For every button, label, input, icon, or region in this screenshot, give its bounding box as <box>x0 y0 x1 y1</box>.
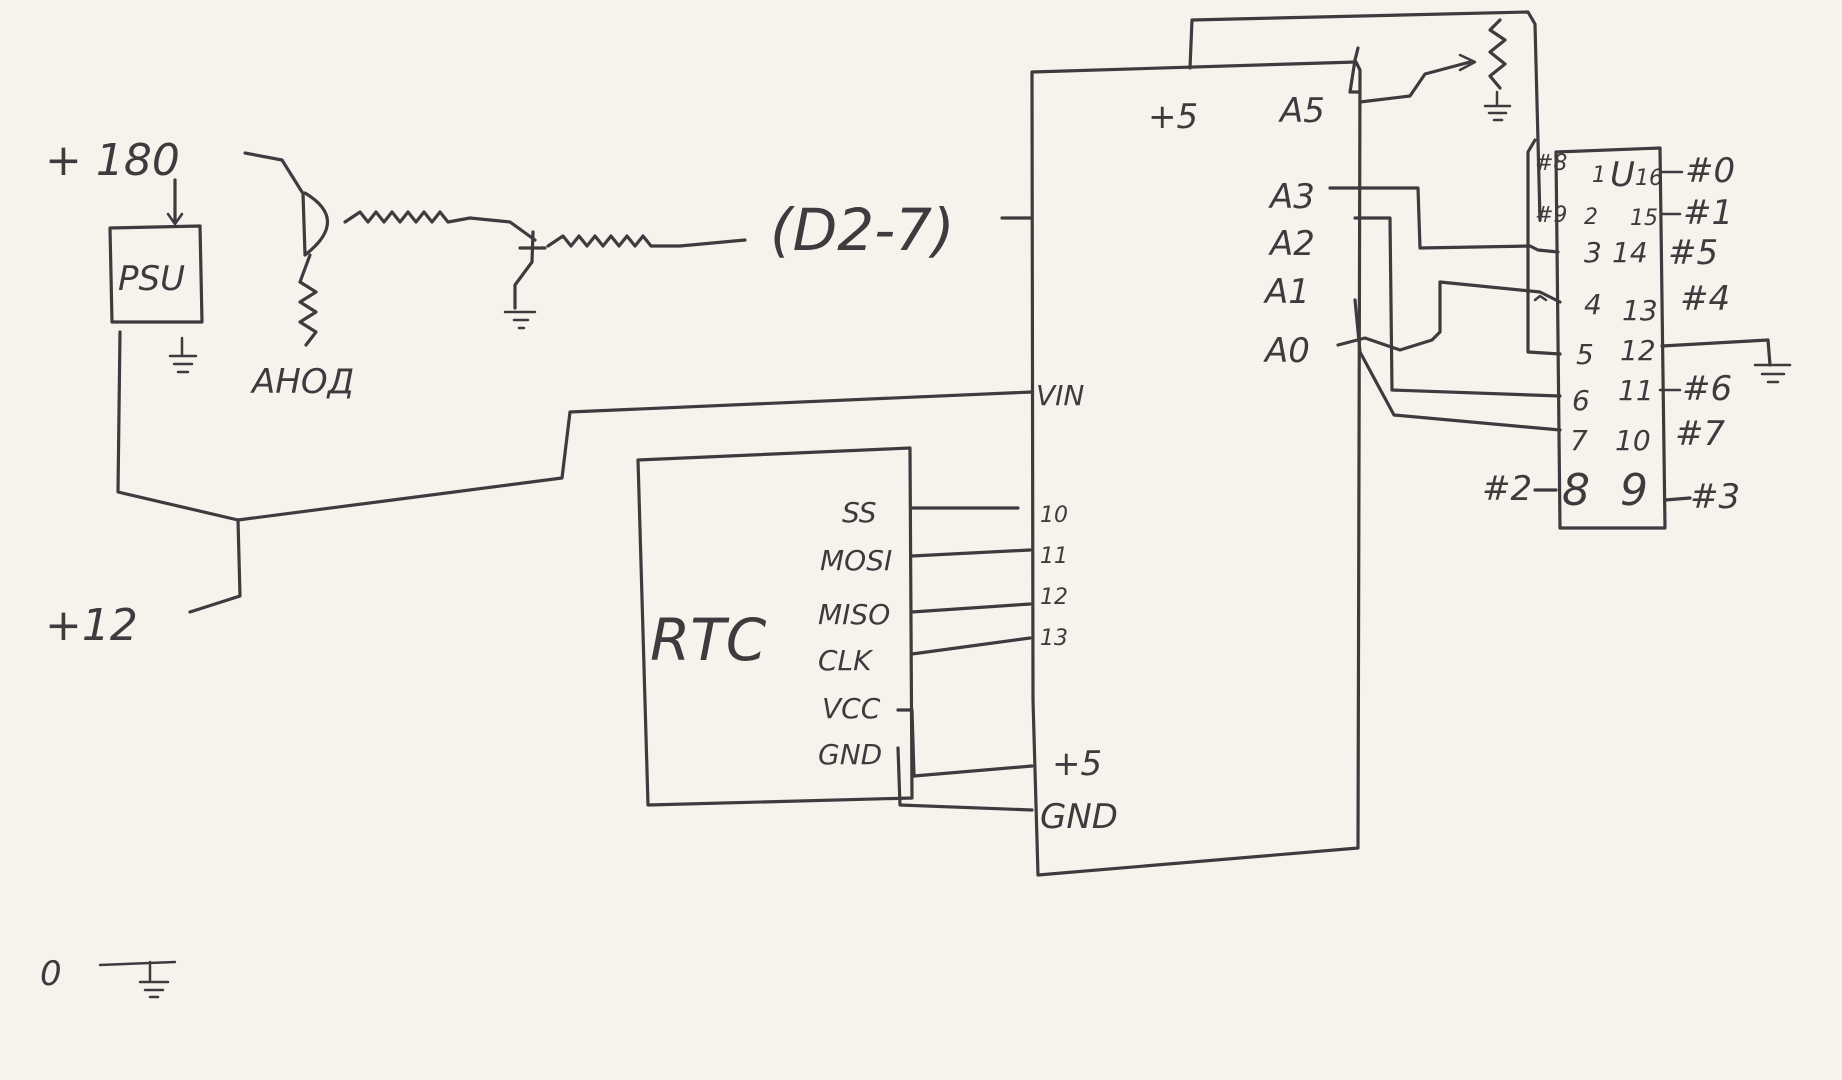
hv-supply-label: + 180 <box>45 135 180 186</box>
ic-pin-14: 14 <box>1612 236 1648 269</box>
pot-ground-icon <box>1483 90 1512 122</box>
decoder-name-label: U <box>1610 155 1635 195</box>
tube-symbol <box>301 191 330 257</box>
arduino-vin-label: VIN <box>1036 379 1084 412</box>
arduino-d11-label: 11 <box>1040 544 1068 569</box>
wire-out-3 <box>1663 496 1692 502</box>
rtc-miso-label: MISO <box>818 598 890 631</box>
wire-vcc-plus5 <box>896 708 1034 778</box>
transistor-symbol <box>513 230 547 310</box>
rtc-mosi-label: MOSI <box>820 544 892 577</box>
ic-pin-3: 3 <box>1584 236 1602 269</box>
decoder-ic <box>1554 146 1667 530</box>
transistor-ground-icon <box>503 310 537 330</box>
base-resistor <box>546 234 747 248</box>
wire-a3-pin3 <box>1328 186 1560 254</box>
out-left-9: #9 <box>1535 203 1567 228</box>
rtc-clk-label: CLK <box>818 644 874 677</box>
decoder-left-pins: 1 2 3 4 5 6 7 8 <box>1562 163 1606 516</box>
psu-ground-icon <box>168 336 198 374</box>
ic-pin-9: 9 <box>1620 465 1648 516</box>
out-left-2: #2 <box>1482 469 1532 509</box>
arduino-plus5-bottom-label: +5 <box>1052 744 1102 784</box>
anode-label: AHOД <box>250 362 354 402</box>
out-left-8: #8 <box>1535 151 1567 176</box>
wire-miso-d12 <box>910 602 1032 614</box>
out-right-5: #5 <box>1668 233 1718 273</box>
decoder-right-pins: 16 15 14 13 12 11 10 9 <box>1612 166 1663 516</box>
wire-mosi-d11 <box>910 548 1032 558</box>
zero-label: 0 <box>40 954 62 994</box>
wire-clk-d13 <box>910 636 1032 656</box>
ic-pin-15: 15 <box>1630 206 1658 231</box>
rtc-ss-label: SS <box>842 496 877 529</box>
ic-pin-7: 7 <box>1570 424 1588 457</box>
ic-pin-5: 5 <box>1576 338 1594 371</box>
arduino-a2-label: A2 <box>1268 224 1315 264</box>
arduino-gnd-label: GND <box>1040 797 1118 837</box>
arduino-a5-label: A5 <box>1278 91 1325 131</box>
wire-a0-pin4 <box>1336 280 1562 352</box>
arduino-a0-label: A0 <box>1263 331 1310 371</box>
rtc-vcc-label: VCC <box>822 692 881 725</box>
hv-to-tube-wire <box>243 151 304 194</box>
vin-supply-wire <box>116 330 1034 522</box>
ic-pin-16: 16 <box>1635 166 1663 191</box>
arduino-d10-label: 10 <box>1040 503 1068 528</box>
pot-wiper-wire <box>1358 60 1472 104</box>
ic-pin-6: 6 <box>1572 384 1590 417</box>
wire-a1-pin7 <box>1353 298 1562 432</box>
arduino-plus5-top-label: +5 <box>1148 97 1198 137</box>
ic-pin-4: 4 <box>1584 288 1602 321</box>
out-right-3: #3 <box>1690 477 1740 517</box>
plus12-label: +12 <box>45 600 138 651</box>
potentiometer <box>1488 18 1507 90</box>
ic-pin-8: 8 <box>1562 465 1590 516</box>
d2-7-label: (D2-7) <box>770 196 955 264</box>
wire-plus5-pin5 <box>1526 138 1562 356</box>
arduino-d13-label: 13 <box>1040 626 1068 651</box>
ic-pin-1: 1 <box>1592 163 1606 188</box>
out-right-6: #6 <box>1682 369 1732 409</box>
arduino-a1-label: A1 <box>1263 272 1310 312</box>
ic-pin-2: 2 <box>1584 205 1598 230</box>
decoder-ground-icon <box>1753 363 1792 384</box>
rtc-title: RTC <box>650 606 767 674</box>
ground-legend-icon <box>98 960 177 999</box>
arduino-a3-label: A3 <box>1268 177 1315 217</box>
psu-label: PSU <box>118 259 185 299</box>
arduino-d12-label: 12 <box>1040 585 1068 610</box>
anode-resistor <box>298 253 318 347</box>
out-right-4: #4 <box>1680 279 1730 319</box>
rtc-gnd-label: GND <box>818 738 882 771</box>
plus5-top-wire <box>1188 10 1542 222</box>
psu-block: PSU <box>108 224 204 324</box>
out-right-7: #7 <box>1675 414 1725 454</box>
wire-pin12-ground <box>1660 338 1772 367</box>
wire-a2-pin6 <box>1353 216 1562 398</box>
arduino-top-stub <box>1348 46 1362 94</box>
pot-wiper-arrow <box>1458 53 1477 72</box>
ic-pin-12: 12 <box>1620 334 1656 367</box>
rtc-module <box>636 446 914 807</box>
junction-marker <box>1533 294 1548 302</box>
out-right-0: #0 <box>1685 151 1735 191</box>
ic-pin-10: 10 <box>1615 424 1651 457</box>
plus12-branch-wire <box>188 518 242 614</box>
grid-resistor <box>343 210 537 242</box>
ic-pin-11: 11 <box>1618 374 1654 407</box>
out-right-1: #1 <box>1683 193 1733 233</box>
hv-arrow <box>166 212 184 226</box>
wire-gnd-gnd <box>896 746 1034 812</box>
ic-pin-13: 13 <box>1622 294 1658 327</box>
